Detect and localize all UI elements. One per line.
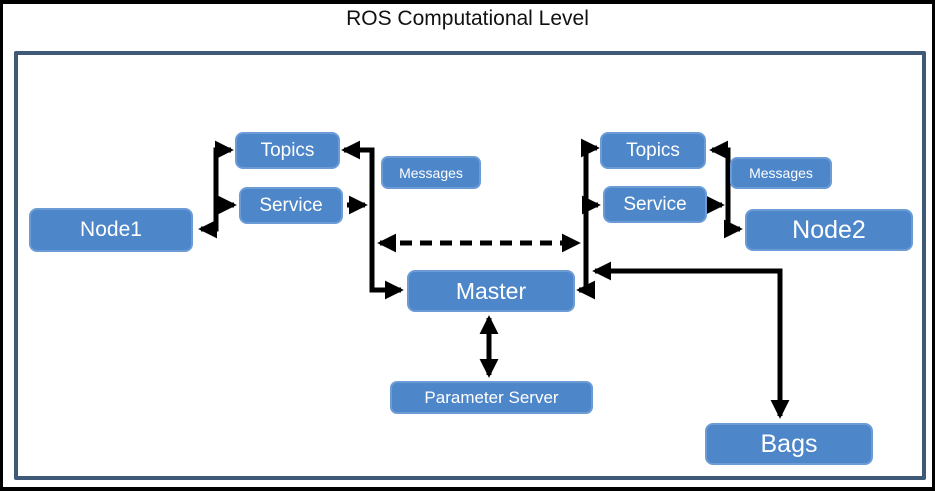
node-service-right: Service bbox=[603, 186, 707, 223]
node-messages-left-label: Messages bbox=[399, 164, 463, 181]
node-service-left-label: Service bbox=[259, 194, 323, 216]
node-node2: Node2 bbox=[745, 209, 913, 251]
node-messages-right: Messages bbox=[730, 157, 832, 189]
node-node2-label: Node2 bbox=[792, 215, 866, 244]
node-service-left: Service bbox=[239, 187, 343, 224]
node-service-right-label: Service bbox=[623, 193, 687, 215]
node-node1-label: Node1 bbox=[80, 218, 142, 241]
node-messages-left: Messages bbox=[381, 156, 481, 189]
node-parameter-server-label: Parameter Server bbox=[424, 387, 559, 407]
node-topics-left-label: Topics bbox=[260, 139, 315, 161]
node-topics-right-label: Topics bbox=[626, 139, 680, 161]
diagram-title: ROS Computational Level bbox=[346, 7, 589, 30]
node-node1: Node1 bbox=[29, 208, 193, 252]
node-master-label: Master bbox=[455, 277, 527, 304]
diagram-frame bbox=[14, 51, 926, 480]
node-topics-right: Topics bbox=[600, 132, 706, 169]
node-topics-left: Topics bbox=[235, 132, 340, 169]
node-master: Master bbox=[407, 270, 575, 312]
node-parameter-server: Parameter Server bbox=[390, 381, 593, 414]
node-bags: Bags bbox=[705, 423, 873, 465]
node-messages-right-label: Messages bbox=[749, 165, 813, 181]
node-bags-label: Bags bbox=[760, 429, 818, 458]
